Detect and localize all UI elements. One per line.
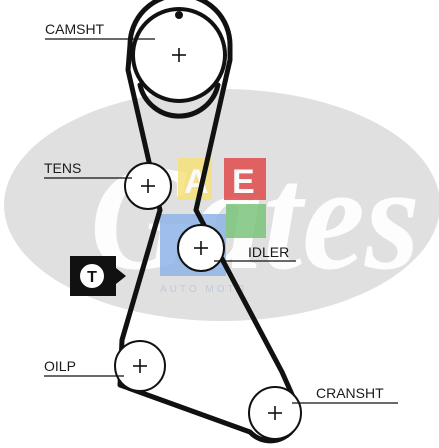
tension-marker: T xyxy=(70,256,126,296)
belt-inner-path xyxy=(137,82,221,119)
camshaft-timing-dot xyxy=(175,11,183,19)
tension-marker-letter: T xyxy=(87,269,97,286)
oil-pump-label: OILP xyxy=(44,358,76,374)
camshaft-pulley xyxy=(131,7,227,103)
tag-green-block xyxy=(226,204,266,238)
tensioner-pulley xyxy=(124,162,172,210)
tag-red-block xyxy=(224,158,266,200)
leader-lines xyxy=(44,38,398,404)
idler-pulley xyxy=(177,224,225,272)
oil-pump-center-mark xyxy=(133,359,147,373)
tensioner-label: TENS xyxy=(44,160,81,176)
timing-belt xyxy=(117,0,301,444)
crankshaft-label: CRANSHT xyxy=(316,385,384,401)
belt-outer-path xyxy=(117,0,301,444)
crankshaft-center-mark xyxy=(268,406,282,420)
idler-center-mark xyxy=(194,241,208,255)
tag-letter-e: E xyxy=(232,163,255,201)
tensioner-center-mark xyxy=(141,179,155,193)
tension-marker-circle xyxy=(80,264,104,288)
crankshaft-pulley xyxy=(248,386,302,440)
camshaft-label: CAMSHT xyxy=(45,21,105,37)
tag-sub-text: AUTO MOTO xyxy=(160,284,247,295)
camshaft-center-mark xyxy=(172,48,186,62)
idler-label: IDLER xyxy=(248,244,289,260)
oil-pump-pulley xyxy=(114,340,166,392)
